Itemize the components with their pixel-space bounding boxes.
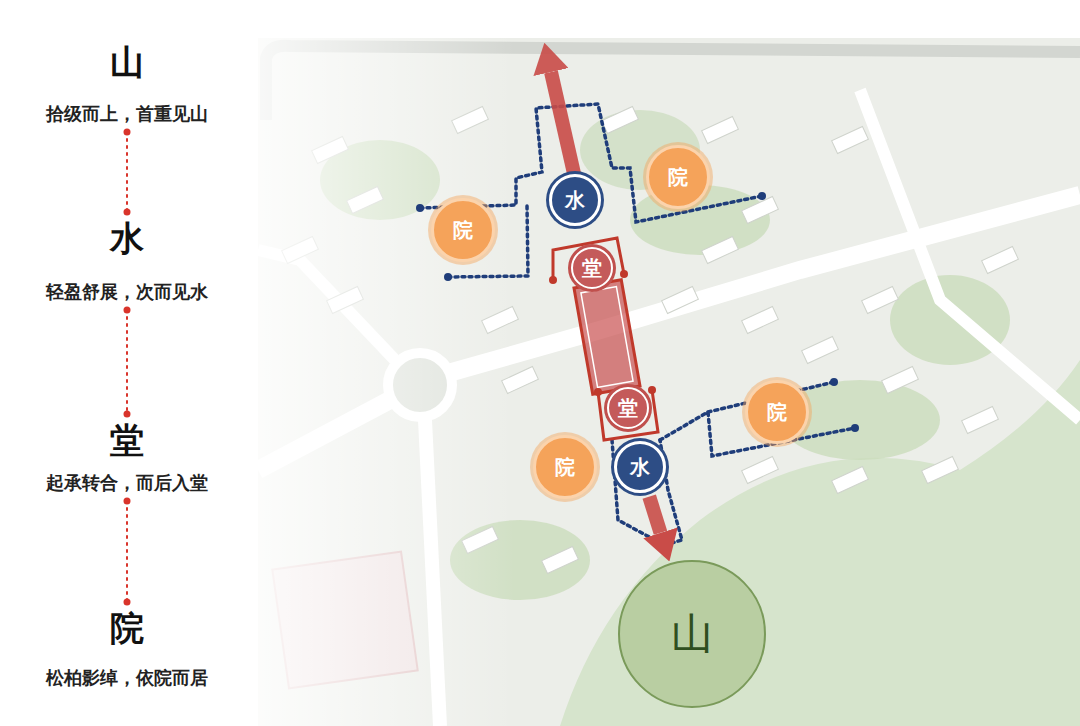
building: [882, 366, 919, 393]
hall-bracket: [598, 390, 658, 440]
building: [832, 466, 869, 493]
step-heading: 水: [46, 218, 208, 258]
hall-circle: 堂: [571, 247, 613, 289]
circle-label: 院: [453, 219, 473, 241]
water-circle: 水: [549, 174, 601, 226]
mountain-circle: 山: [618, 560, 766, 708]
connector-dot: [124, 498, 131, 505]
bracket-dot: [648, 386, 656, 394]
step-heading: 堂: [46, 420, 208, 460]
circle-label: 院: [668, 166, 688, 188]
building: [922, 456, 959, 483]
sequence-dotted-line: [126, 310, 128, 414]
path-dot: [830, 378, 838, 386]
hall-axis: [574, 280, 640, 395]
circle-label: 院: [767, 401, 787, 423]
circle-label: 院: [555, 456, 575, 478]
building: [662, 286, 699, 313]
building: [602, 106, 639, 133]
connectors: [124, 129, 661, 606]
bracket-dot: [620, 270, 628, 278]
axis-arrow: [649, 497, 660, 533]
axis-arrow: [551, 72, 575, 178]
concept-step: 水轻盈舒展，次而见水: [46, 218, 208, 304]
building: [982, 246, 1019, 273]
concept-step: 堂起承转合，而后入堂: [46, 420, 208, 495]
circle-label: 堂: [582, 257, 602, 279]
dotted-path: [612, 440, 682, 545]
axis-arrow-shaft: [551, 72, 575, 178]
building: [962, 406, 999, 433]
connector-dot: [124, 599, 131, 606]
building: [862, 286, 899, 313]
road: [860, 90, 1080, 420]
path-dot: [758, 192, 766, 200]
connector-dot: [124, 209, 131, 216]
circle-label: 水: [565, 189, 585, 211]
circle-label: 水: [630, 456, 650, 478]
bracket-dot: [594, 388, 602, 396]
sequence-dotted-line: [126, 501, 128, 602]
courtyard-circle: 院: [646, 145, 710, 209]
step-heading: 院: [46, 608, 208, 648]
courtyard-circle: 院: [745, 380, 809, 444]
connector-dot: [124, 307, 131, 314]
sequence-dotted-line: [126, 132, 128, 212]
step-heading: 山: [46, 42, 208, 82]
left-panel: [0, 0, 258, 726]
building: [702, 116, 739, 143]
hall-block-inner: [581, 287, 633, 388]
hill-area: [560, 360, 1080, 726]
path-dot: [416, 204, 424, 212]
building: [702, 236, 739, 263]
building: [802, 336, 839, 363]
fade-overlay: [255, 0, 515, 726]
step-description: 松柏影绰，依院而居: [46, 666, 208, 690]
water-circle: 水: [614, 441, 666, 493]
building: [742, 456, 779, 483]
courtyard-circle: 院: [533, 435, 597, 499]
step-description: 拾级而上，首重见山: [46, 102, 208, 126]
path-dot: [851, 424, 859, 432]
circle-label: 堂: [618, 397, 638, 419]
connector-dot: [124, 411, 131, 418]
bracket-dot: [549, 276, 557, 284]
path-dot: [444, 273, 452, 281]
hall-bracket: [553, 238, 624, 280]
building: [742, 306, 779, 333]
concept-step: 院松柏影绰，依院而居: [46, 608, 208, 690]
courtyard-circle: 院: [431, 198, 495, 262]
building: [832, 126, 869, 153]
step-description: 轻盈舒展，次而见水: [46, 280, 208, 304]
building: [542, 546, 579, 573]
circle-label: 山: [671, 611, 713, 657]
hall-block: [574, 280, 640, 395]
connector-dot: [124, 129, 131, 136]
path-lines: [420, 104, 855, 545]
concept-step: 山拾级而上，首重见山: [46, 42, 208, 126]
hall-circle: 堂: [607, 387, 649, 429]
step-description: 起承转合，而后入堂: [46, 471, 208, 495]
